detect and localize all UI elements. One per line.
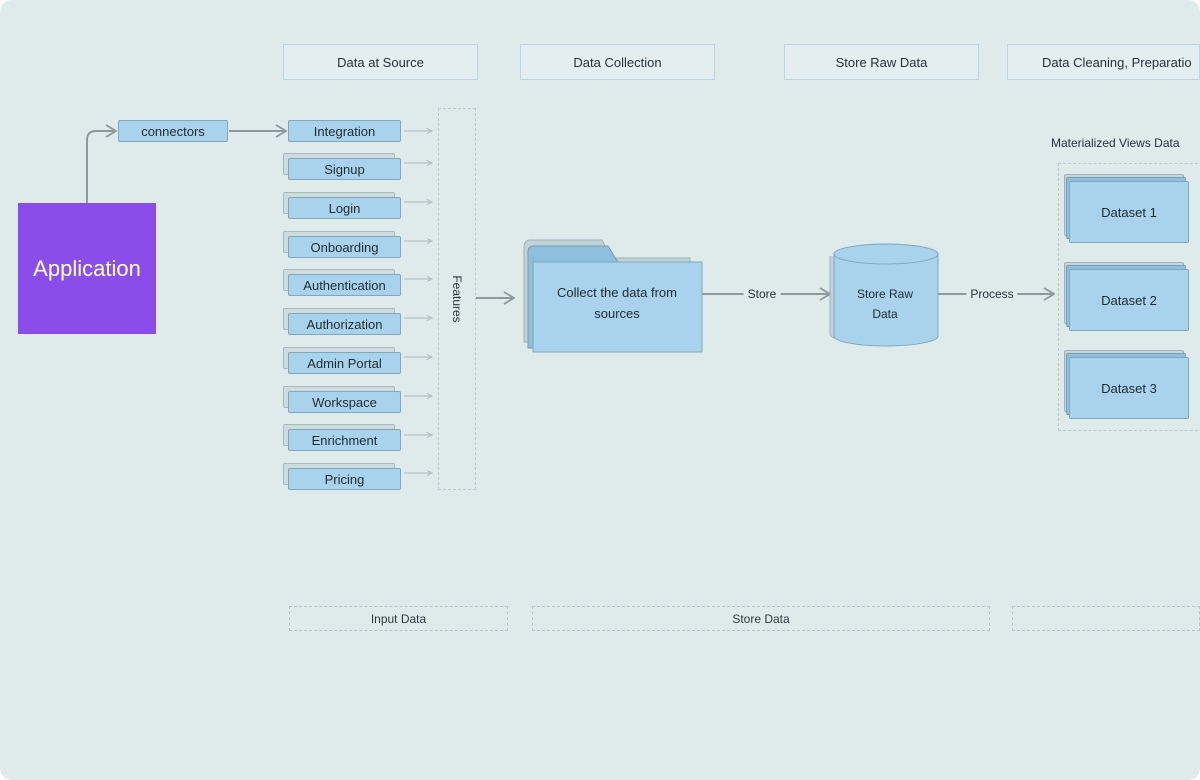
feature-item-authentication: Authentication xyxy=(288,274,401,296)
feature-item-enrichment: Enrichment xyxy=(288,429,401,451)
features-group xyxy=(438,108,476,490)
raw-store-node-label: Store Raw Data xyxy=(834,284,936,324)
application-node: Application xyxy=(18,203,156,334)
feature-item-workspace: Workspace xyxy=(288,391,401,413)
feature-item-integration: Integration xyxy=(288,120,401,142)
feature-item-signup: Signup xyxy=(288,158,401,180)
dataset-1-node: Dataset 1 xyxy=(1069,181,1189,243)
band-store-data: Store Data xyxy=(532,606,990,631)
collect-node-label: Collect the data from sources xyxy=(534,282,700,324)
raw-store-label-line-2: Data xyxy=(872,307,898,321)
feature-item-pricing: Pricing xyxy=(288,468,401,490)
materialized-views-title: Materialized Views Data xyxy=(1051,136,1180,150)
stage-data-collection: Data Collection xyxy=(520,44,715,80)
raw-store-label-line-1: Store Raw xyxy=(856,287,914,301)
dataset-3-node: Dataset 3 xyxy=(1069,357,1189,419)
edge-label-store: Store xyxy=(743,287,781,301)
feature-item-onboarding: Onboarding xyxy=(288,236,401,258)
band-process-data xyxy=(1012,606,1200,631)
edge-label-process: Process xyxy=(966,287,1018,301)
feature-arrows xyxy=(404,131,432,473)
app-to-connectors-line xyxy=(86,131,116,203)
feature-item-login: Login xyxy=(288,197,401,219)
collect-label-line-2: sources xyxy=(594,306,640,321)
connectors-node: connectors xyxy=(118,120,228,142)
stage-data-at-source: Data at Source xyxy=(283,44,478,80)
materialized-views-group xyxy=(1058,163,1200,431)
dataset-2-node: Dataset 2 xyxy=(1069,269,1189,331)
features-label: Features xyxy=(450,275,464,323)
stage-data-cleaning: Data Cleaning, Preparatio xyxy=(1007,44,1200,80)
collect-label-line-1: Collect the data from xyxy=(557,285,677,300)
feature-item-admin-portal: Admin Portal xyxy=(288,352,401,374)
stage-store-raw-data: Store Raw Data xyxy=(784,44,979,80)
band-input-data: Input Data xyxy=(289,606,508,631)
feature-item-authorization: Authorization xyxy=(288,313,401,335)
